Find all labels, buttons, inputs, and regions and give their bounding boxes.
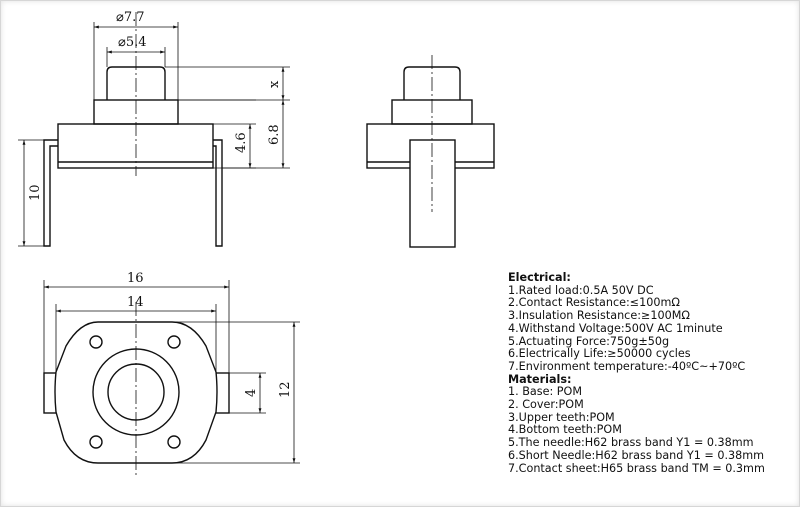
dim-dia-7-7 — [93, 22, 179, 100]
dim-label-12: 12 — [278, 381, 293, 398]
materials-item: 4.Bottom teeth:POM — [508, 423, 622, 437]
hole-bottom-left — [89, 435, 103, 449]
electrical-heading: Electrical: — [508, 271, 571, 284]
hole-top-left — [89, 335, 103, 349]
hole-top-right — [167, 335, 181, 349]
front-view — [43, 66, 223, 247]
electrical-item: 4.Withstand Voltage:500V AC 1minute — [508, 321, 723, 335]
hole-bottom-right — [167, 435, 181, 449]
materials-item: 2. Cover:POM — [508, 398, 584, 412]
dim-12 — [172, 321, 300, 464]
dim-label-10: 10 — [28, 184, 43, 201]
dim-16 — [43, 280, 230, 373]
side-pin-face — [409, 139, 456, 248]
dim-4 — [229, 372, 266, 414]
side-view — [366, 66, 495, 248]
materials-item: 1. Base: POM — [508, 385, 583, 399]
dim-dia-5-4 — [106, 47, 166, 67]
dim-label-4-6: 4.6 — [234, 132, 249, 153]
dim-label-x: x — [267, 80, 282, 88]
materials-item: 5.The needle:H62 brass band Y1 = 0.38mm — [508, 436, 754, 450]
dim-10 — [18, 139, 44, 247]
dim-label-dia-5-4: ⌀5.4 — [118, 35, 147, 50]
materials-item: 3.Upper teeth:POM — [508, 410, 615, 424]
front-left-pin — [43, 139, 58, 247]
materials-heading: Materials: — [508, 372, 572, 386]
electrical-item: 1.Rated load:0.5A 50V DC — [508, 283, 654, 297]
materials-item: 6.Short Needle:H62 brass band Y1 = 0.38m… — [508, 448, 765, 462]
top-view — [43, 321, 230, 464]
dim-label-dia-7-7: ⌀7.7 — [116, 10, 145, 25]
front-right-pin — [213, 139, 223, 247]
dim-label-14: 14 — [127, 295, 144, 310]
electrical-item: 2.Contact Resistance:≤100mΩ — [508, 296, 680, 310]
materials-item: 7.Contact sheet:H65 brass band TM = 0.3m… — [508, 461, 765, 475]
specification-block: Electrical: 1.Rated load:0.5A 50V DC 2.C… — [508, 271, 765, 475]
dim-label-6-8: 6.8 — [267, 124, 282, 145]
electrical-item: 3.Insulation Resistance:≥100MΩ — [508, 309, 690, 323]
dim-label-16: 16 — [127, 271, 144, 286]
electrical-item: 7.Environment temperature:-40ºC~+70ºC — [508, 359, 746, 373]
electrical-item: 5.Actuating Force:750g±50g — [508, 334, 670, 348]
dim-label-4: 4 — [244, 389, 259, 397]
electrical-item: 6.Electrically Life:≥50000 cycles — [508, 347, 691, 361]
dim-14 — [55, 304, 217, 372]
